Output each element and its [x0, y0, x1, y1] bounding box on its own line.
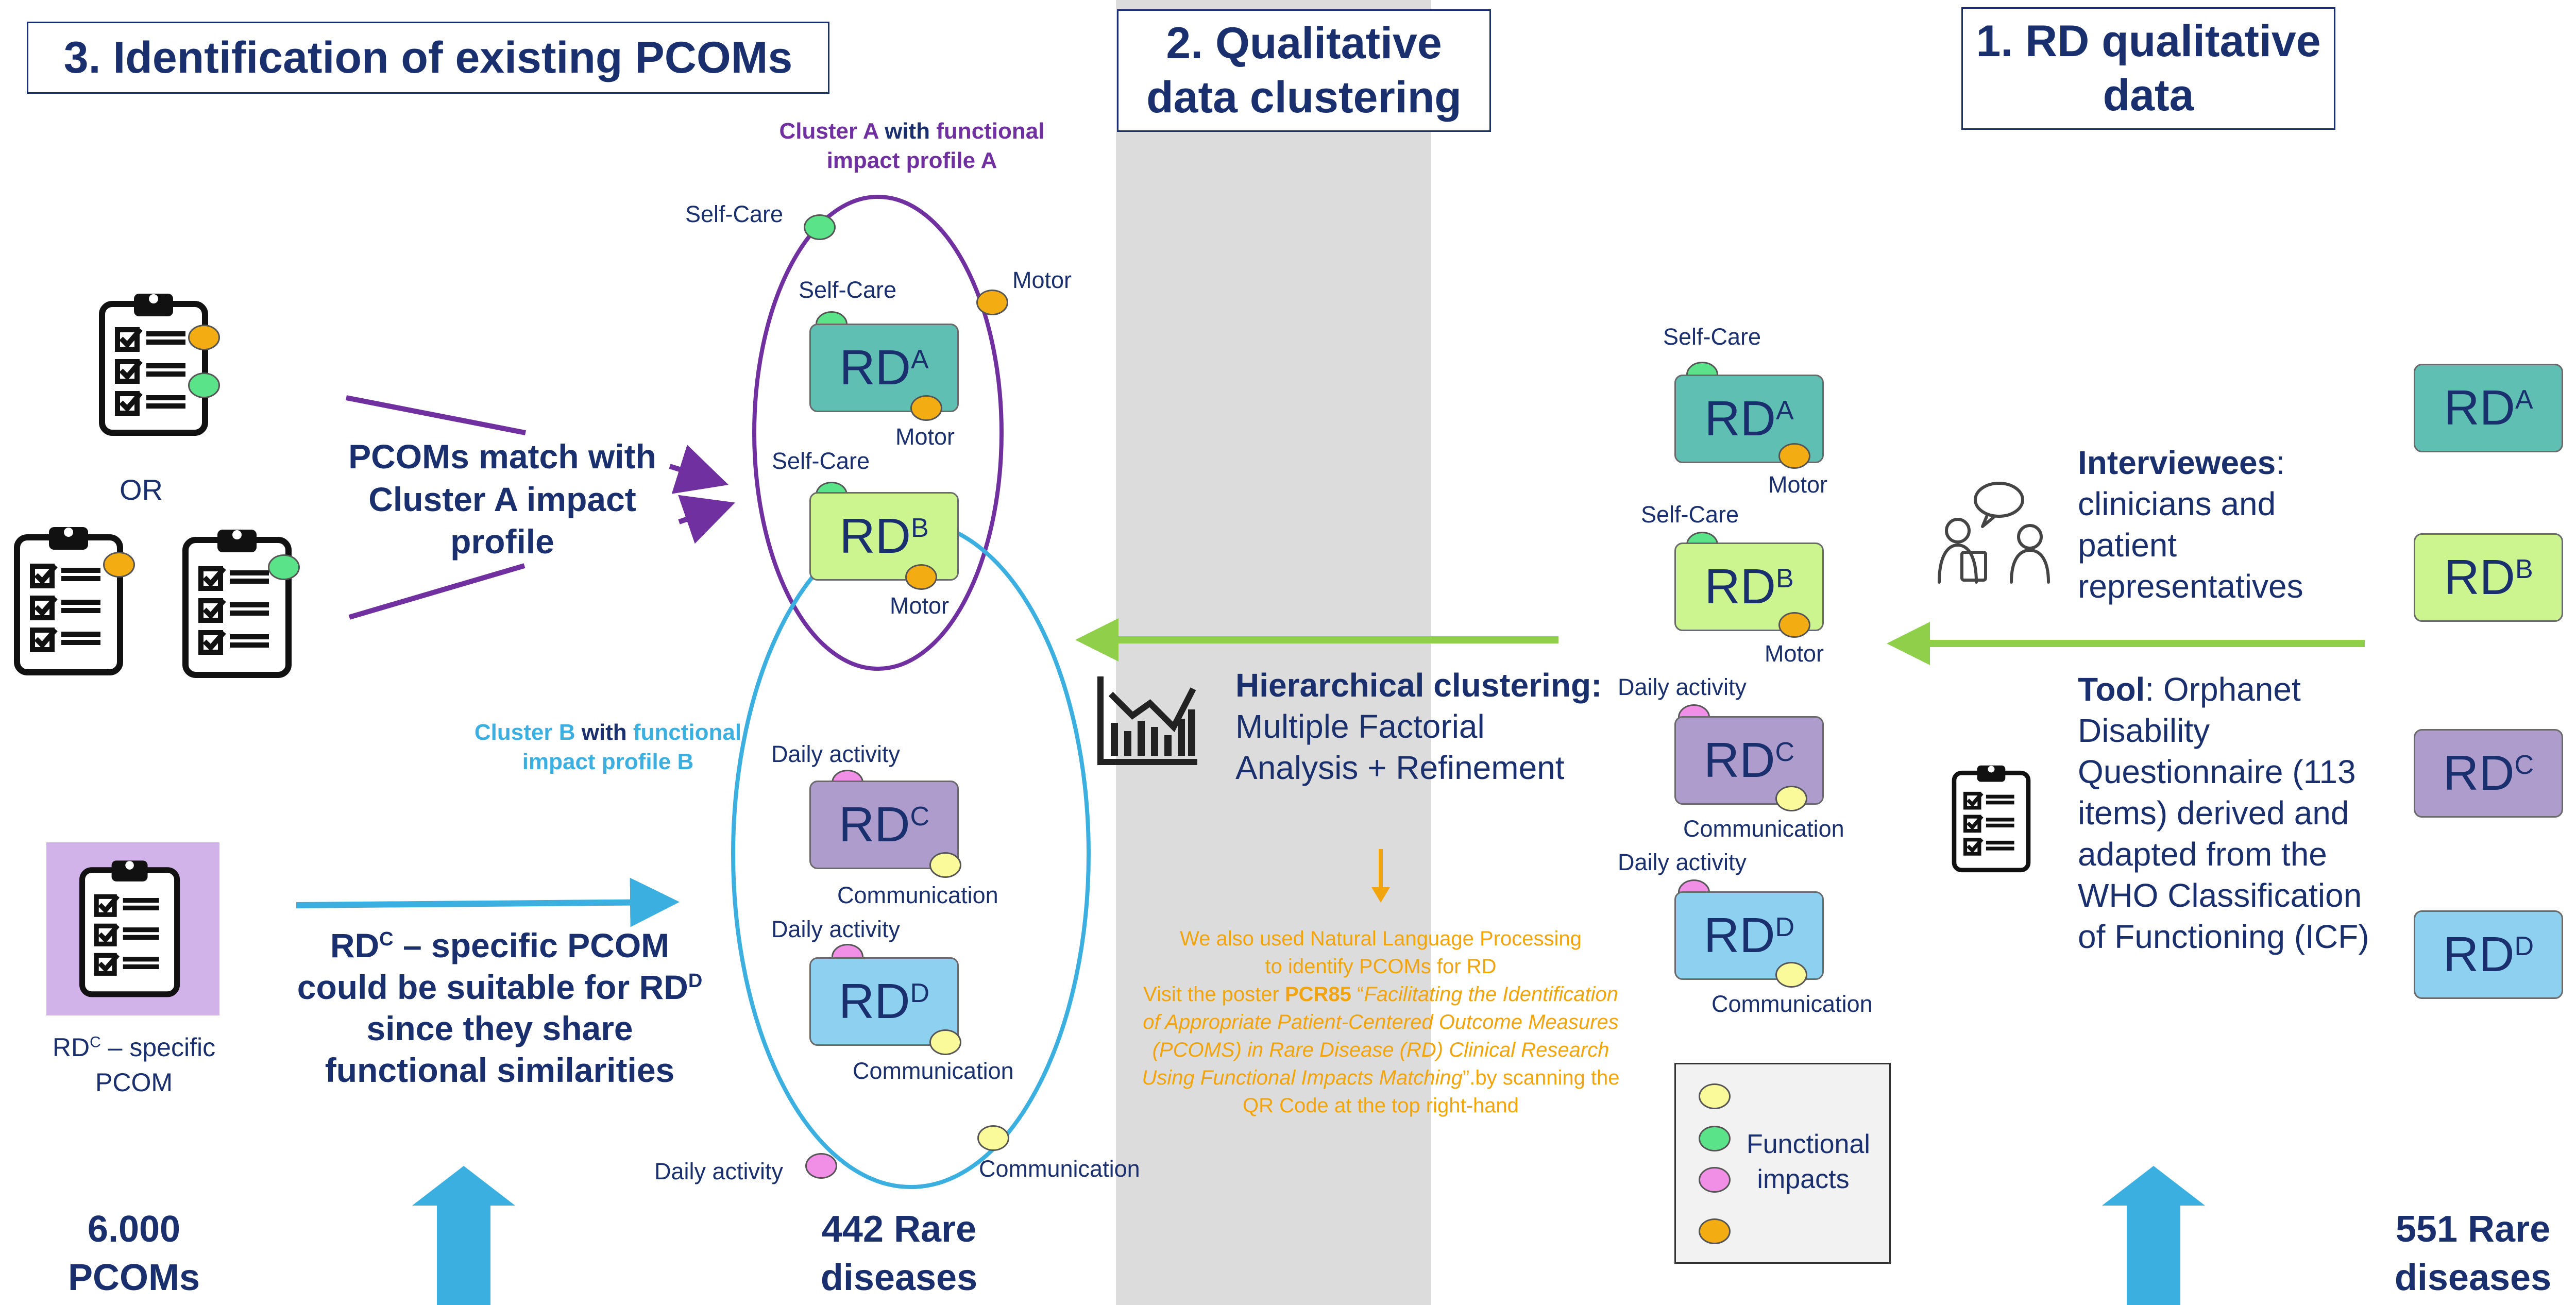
rare-diseases-442: 442 Rare diseases: [820, 1209, 978, 1298]
bar-chart-icon: [1096, 673, 1199, 766]
clustering-band: [1116, 0, 1431, 1305]
motor-label: Motor: [890, 592, 950, 619]
nlp-note: We also used Natural Language Processing…: [1142, 927, 1620, 1117]
or-label: OR: [120, 473, 163, 506]
interview-people-icon: [1932, 479, 2056, 587]
green-impact-dot: [188, 372, 220, 398]
purple-line-top: [346, 395, 526, 435]
cluster-a-ellipse: [752, 195, 1004, 671]
communication-label: Communication: [837, 882, 998, 908]
hierarchical-clustering-text: Hierarchical clustering: Multiple Factor…: [1235, 667, 1602, 786]
step1-title: 1. RD qualitative data: [1961, 7, 2335, 130]
motor-label: Motor: [1012, 267, 1072, 293]
daily-activity-label: Daily activity: [771, 916, 901, 942]
blue-up-arrow-right: [2102, 1166, 2205, 1305]
rare-diseases-551: 551 Rare diseases: [2394, 1209, 2552, 1298]
daily-activity-label: Daily activity: [654, 1158, 784, 1184]
purple-arrow-1: [669, 445, 729, 494]
self-care-label: Self-Care: [799, 277, 897, 303]
pink-legend-dot: [1699, 1167, 1731, 1193]
yellow-impact-dot: [1775, 786, 1807, 811]
orange-impact-dot: [976, 290, 1008, 315]
communication-label: Communication: [1711, 991, 1873, 1017]
self-care-label: Self-Care: [1663, 324, 1761, 350]
clipboard-icon-top: [93, 290, 222, 439]
purple-arrow-2: [678, 495, 735, 544]
self-care-label: Self-Care: [772, 448, 870, 474]
clipboard-icon-tool: [1947, 760, 2040, 876]
rdc-specific-label: RDC – specific PCOM: [52, 1033, 216, 1097]
cluster-a-label: Cluster A with functional impact profile…: [779, 118, 1045, 174]
daily-activity-label: Daily activity: [771, 741, 901, 767]
tool-text: Tool: Orphanet Disability Questionnaire …: [2078, 671, 2369, 955]
daily-activity-label: Daily activity: [1618, 849, 1747, 875]
orange-impact-dot: [910, 395, 942, 421]
yellow-impact-dot: [929, 852, 961, 878]
clipboard-icon-rdc: [74, 853, 192, 1003]
orange-impact-dot: [188, 325, 220, 350]
interviewees-text: Interviewees: clinicians and patient rep…: [2078, 444, 2303, 605]
self-care-label: Self-Care: [685, 201, 784, 227]
yellow-legend-dot: [1699, 1083, 1731, 1109]
green-impact-dot: [268, 554, 300, 580]
motor-label: Motor: [1768, 471, 1828, 498]
orange-impact-dot: [1778, 612, 1810, 638]
orange-legend-dot: [1699, 1218, 1731, 1244]
blue-up-arrow-left: [412, 1166, 515, 1305]
pcoms-match-text: PCOMs match with Cluster A impact profil…: [348, 437, 656, 561]
communication-label: Communication: [1683, 816, 1844, 842]
pcoms-count: 6.000 PCOMs: [67, 1209, 200, 1298]
suitable-text: RDC – specific PCOM could be suitable fo…: [297, 926, 703, 1089]
yellow-impact-dot: [977, 1125, 1009, 1151]
legend-label: Functional impacts: [1747, 1129, 1870, 1194]
self-care-label: Self-Care: [1641, 501, 1739, 528]
orange-impact-dot: [1778, 443, 1810, 469]
yellow-impact-dot: [1775, 962, 1807, 988]
motor-label: Motor: [895, 423, 955, 450]
cyan-arrow: [296, 877, 680, 927]
yellow-impact-dot: [929, 1029, 961, 1055]
step3-title: 3. Identification of existing PCOMs: [27, 22, 829, 94]
cluster-b-label: Cluster B with functional impact profile…: [474, 720, 742, 775]
orange-arrowhead: [1371, 887, 1390, 903]
clipboard-icon-right: [176, 526, 305, 680]
communication-label: Communication: [853, 1058, 1014, 1084]
motor-label: Motor: [1765, 640, 1824, 667]
purple-line-bottom: [348, 563, 526, 620]
green-impact-dot: [804, 214, 836, 240]
pink-impact-dot: [805, 1153, 837, 1179]
clipboard-icon-left: [8, 523, 137, 677]
orange-impact-dot: [103, 552, 135, 578]
communication-label: Communication: [979, 1156, 1140, 1182]
green-legend-dot: [1699, 1126, 1731, 1151]
step2-title: 2. Qualitative data clustering: [1117, 9, 1491, 132]
orange-impact-dot: [905, 564, 937, 590]
daily-activity-label: Daily activity: [1618, 674, 1747, 700]
